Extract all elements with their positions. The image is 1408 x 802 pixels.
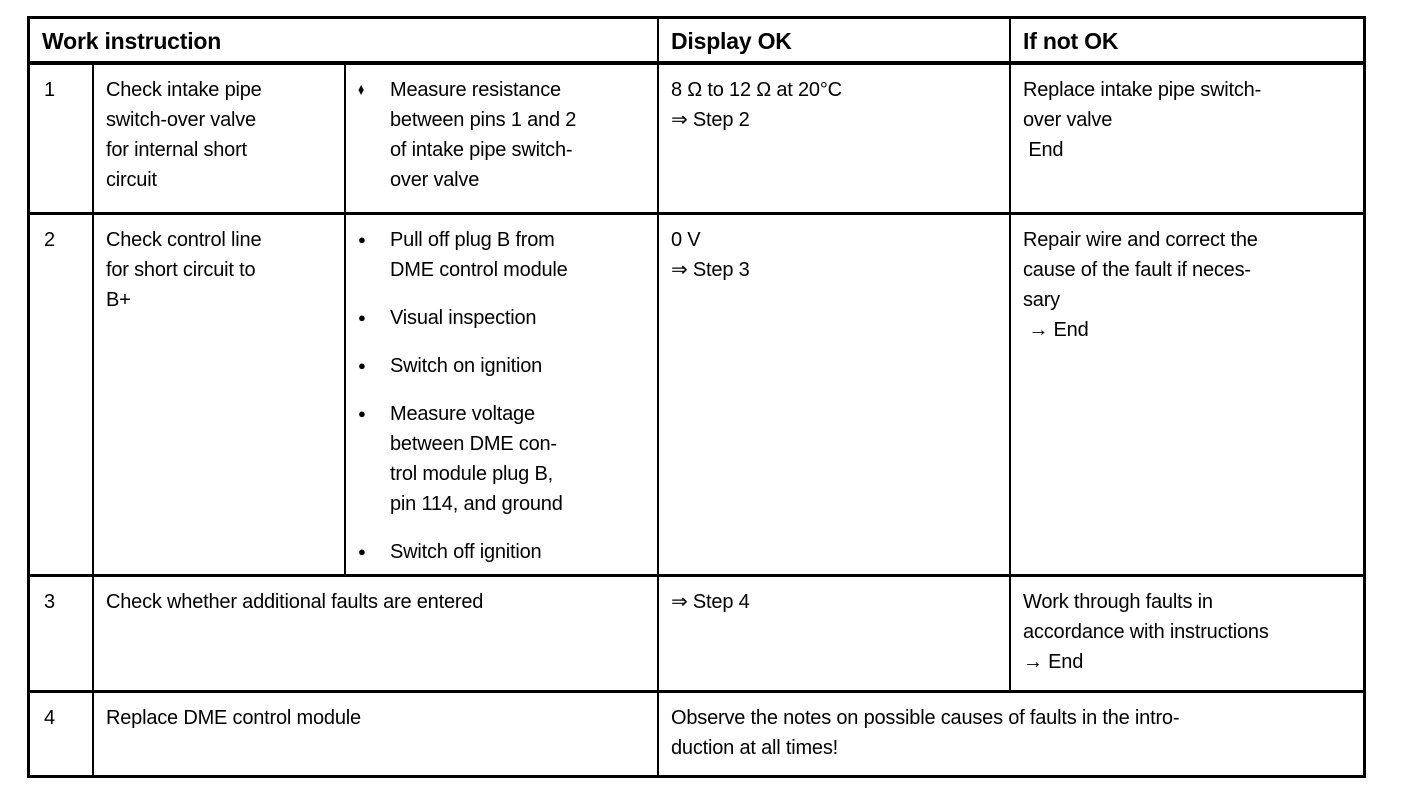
circle-bullet-icon: ● xyxy=(358,232,366,247)
action-text: Visual inspection xyxy=(390,307,537,329)
action-item: ● Switch on ignition xyxy=(358,351,647,381)
action-text: Measure resistance between pins 1 and 2 … xyxy=(390,79,577,191)
action-item: ● Measure voltage between DME con- trol … xyxy=(358,399,647,519)
action-item: ♦ Measure resistance between pins 1 and … xyxy=(358,75,647,195)
row-4-step-number: 4 xyxy=(30,693,94,775)
row-1-step-number: 1 xyxy=(30,65,94,215)
row-3-instruction: Check whether additional faults are ente… xyxy=(94,577,659,693)
row-3-if-not-ok: Work through faults in accordance with i… xyxy=(1011,577,1363,693)
row-4-note: Observe the notes on possible causes of … xyxy=(671,707,1180,759)
action-item: ● Visual inspection xyxy=(358,303,647,333)
action-text: Switch on ignition xyxy=(390,355,543,377)
action-text: Switch off ignition xyxy=(390,541,542,563)
header-display-ok: Display OK xyxy=(659,19,1011,65)
diagnostic-table: Work instruction Display OK If not OK 1 … xyxy=(27,16,1366,778)
row-2-actions: ● Pull off plug B from DME control modul… xyxy=(346,215,659,577)
diamond-bullet-icon: ♦ xyxy=(358,80,365,99)
row-3-step-number: 3 xyxy=(30,577,94,693)
circle-bullet-icon: ● xyxy=(358,358,366,373)
row-1-actions: ♦ Measure resistance between pins 1 and … xyxy=(346,65,659,215)
row-2-display-ok: 0 V ⇒ Step 3 xyxy=(659,215,1011,577)
action-item: ● Switch off ignition xyxy=(358,537,647,567)
header-work-instruction: Work instruction xyxy=(30,19,659,65)
circle-bullet-icon: ● xyxy=(358,406,366,421)
circle-bullet-icon: ● xyxy=(358,310,366,325)
row-2-step-number: 2 xyxy=(30,215,94,577)
header-if-not-ok: If not OK xyxy=(1011,19,1363,65)
row-1-instruction: Check intake pipe switch-over valve for … xyxy=(94,65,346,215)
row-2-if-not-ok: Repair wire and correct the cause of the… xyxy=(1011,215,1363,577)
row-2-instruction: Check control line for short circuit to … xyxy=(94,215,346,577)
action-text: Measure voltage between DME con- trol mo… xyxy=(390,403,563,515)
circle-bullet-icon: ● xyxy=(358,544,366,559)
row-3-display-ok: ⇒ Step 4 xyxy=(659,577,1011,693)
action-item: ● Pull off plug B from DME control modul… xyxy=(358,225,647,285)
row-4-instruction: Replace DME control module xyxy=(94,693,659,775)
action-text: Pull off plug B from DME control module xyxy=(390,229,568,281)
row-1-display-ok: 8 Ω to 12 Ω at 20°C ⇒ Step 2 xyxy=(659,65,1011,215)
row-1-if-not-ok: Replace intake pipe switch- over valve E… xyxy=(1011,65,1363,215)
